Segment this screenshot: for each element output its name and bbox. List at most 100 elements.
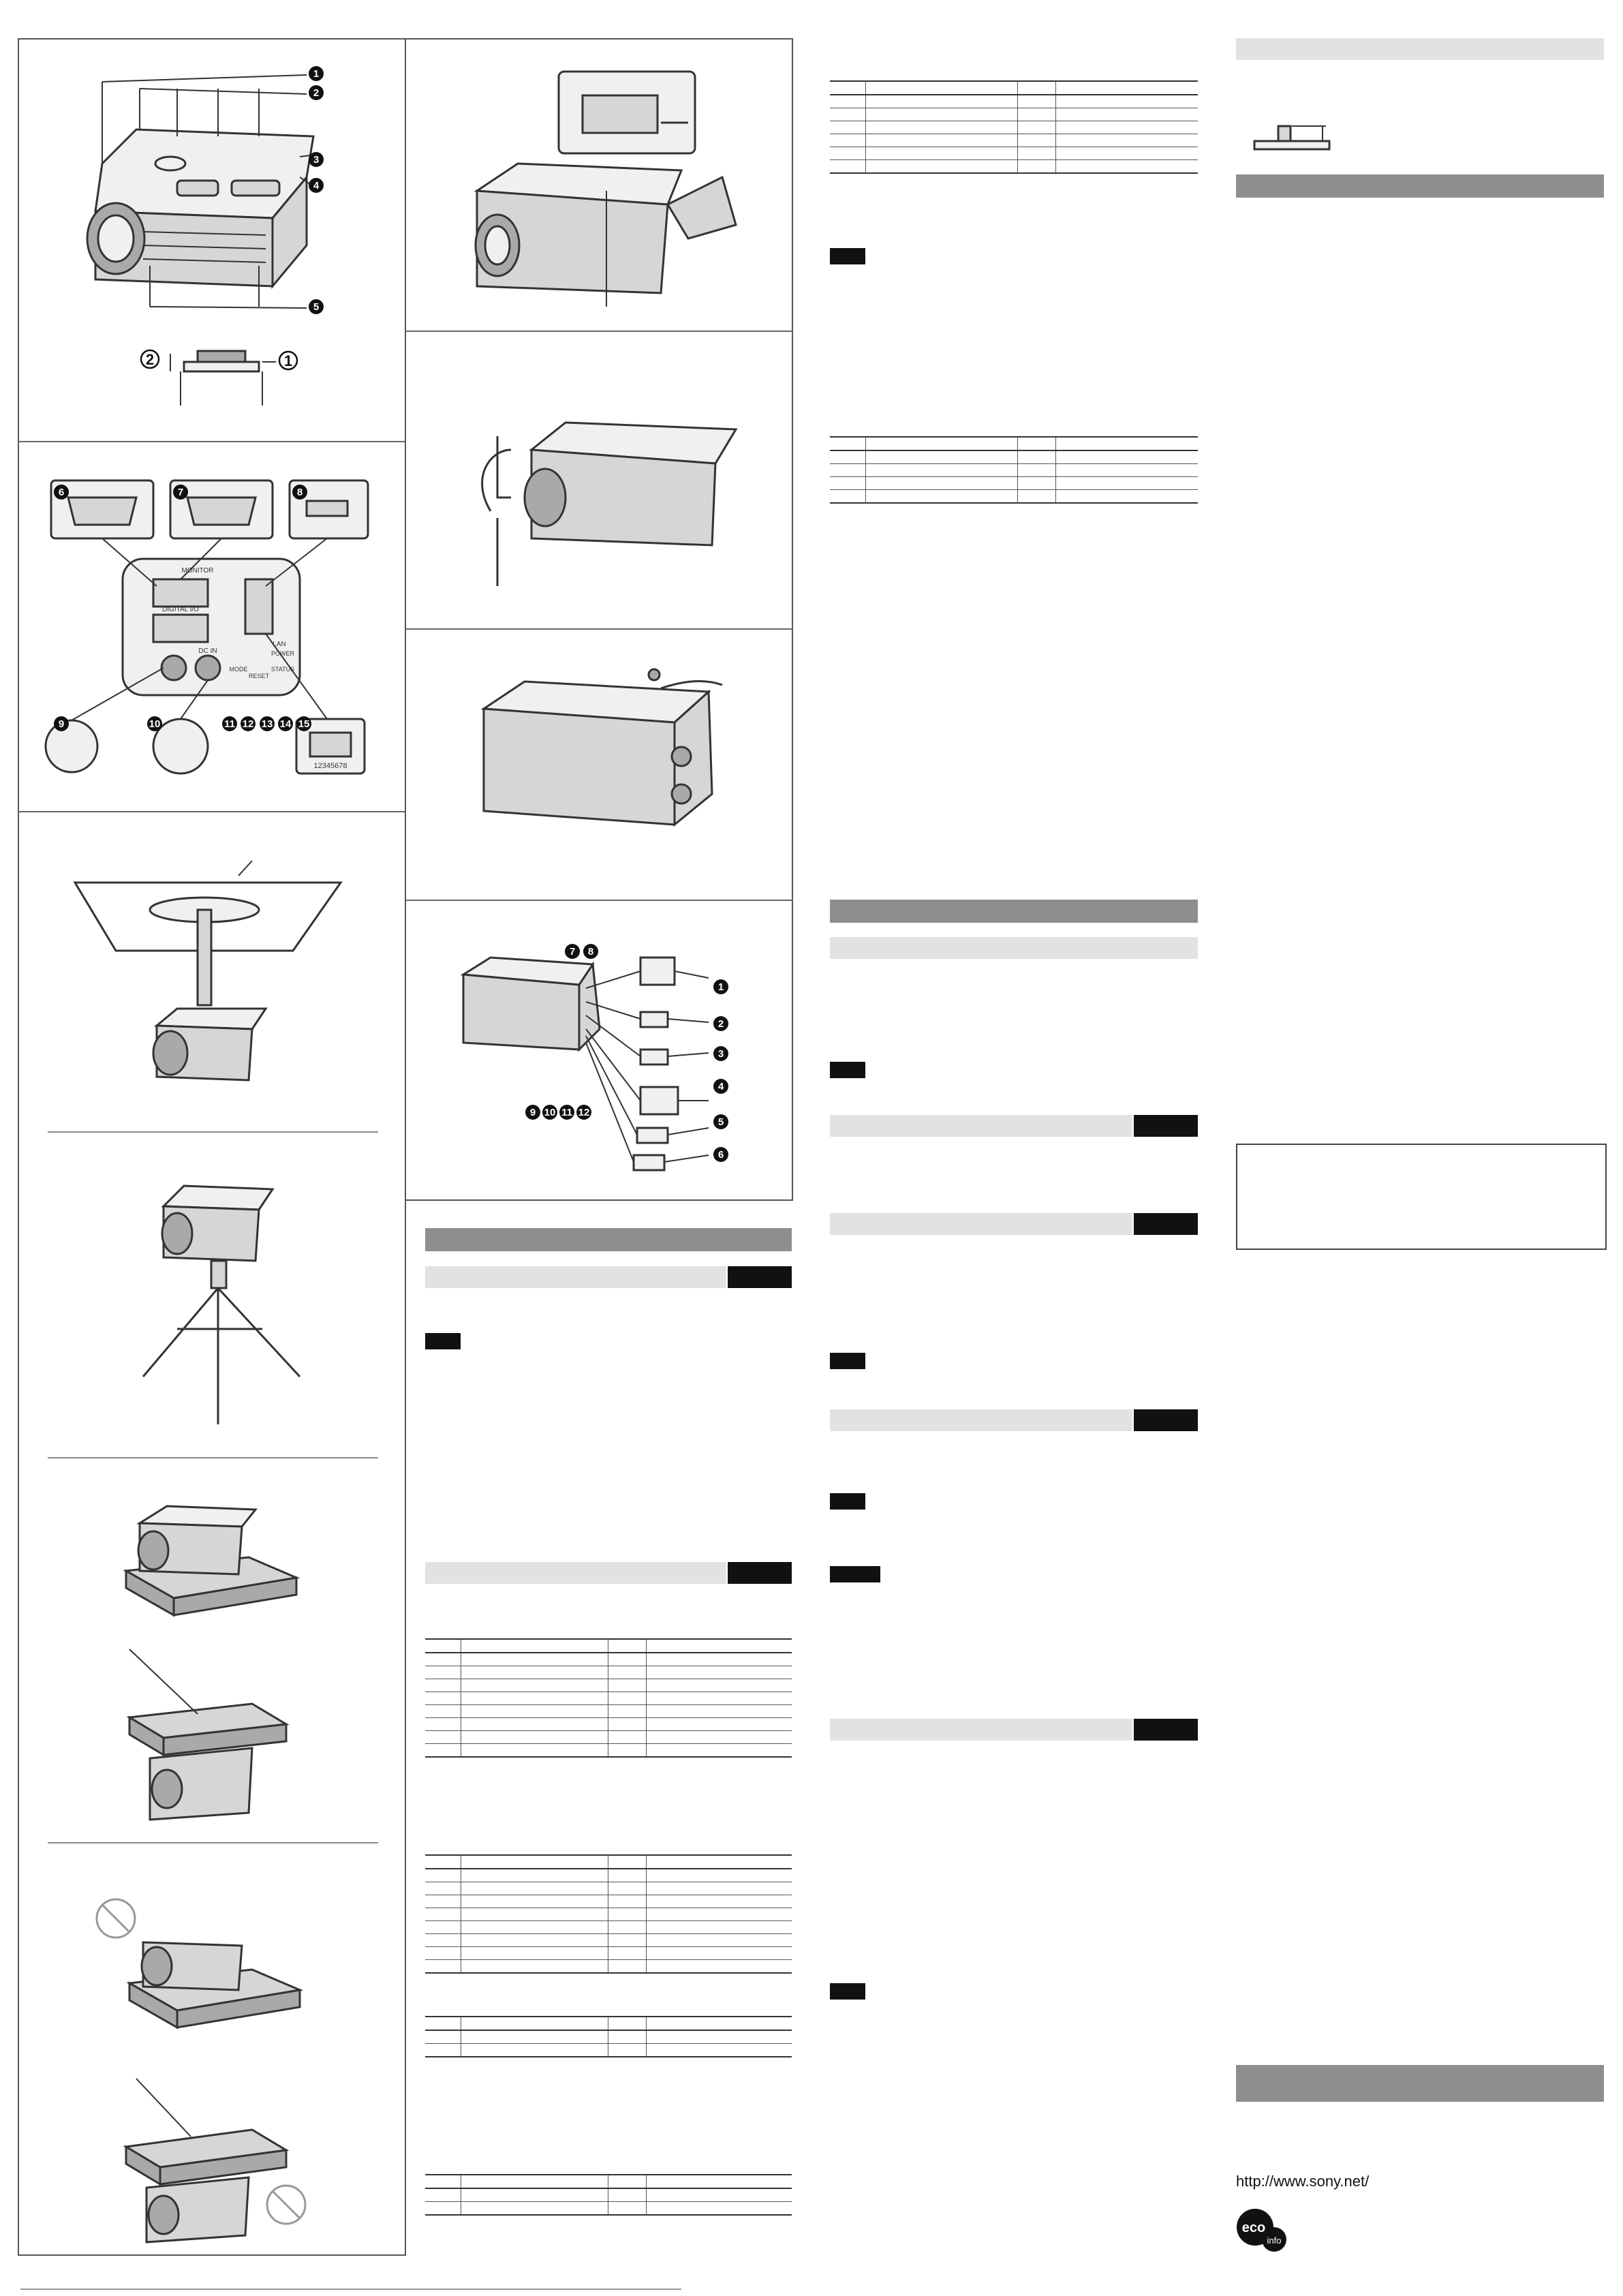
- cable-callout-10: 10: [542, 1105, 557, 1120]
- callout-3: 3: [309, 152, 324, 167]
- tag-right-5: [1134, 1719, 1198, 1741]
- svg-text:1: 1: [718, 981, 724, 993]
- callout-1: 1: [309, 66, 324, 81]
- svg-text:12345678: 12345678: [314, 762, 347, 770]
- tripod-figure: [142, 1184, 301, 1424]
- pin-table-6: [830, 436, 1198, 504]
- svg-text:DIGITAL I/O: DIGITAL I/O: [162, 606, 199, 613]
- cable-connection-figure: [460, 956, 709, 1172]
- callout-11: 11: [222, 716, 237, 731]
- svg-text:RESET: RESET: [249, 673, 270, 679]
- rotation-figure: [481, 421, 738, 586]
- svg-text:6: 6: [718, 1149, 724, 1161]
- cable-callout-5: 5: [713, 1114, 728, 1129]
- svg-text:MODE: MODE: [230, 666, 248, 673]
- callout-13: 13: [260, 716, 275, 731]
- tag-right-2: [1134, 1115, 1198, 1137]
- svg-text:9: 9: [59, 718, 64, 730]
- callout-9: 9: [54, 716, 69, 731]
- cable-callout-4: 4: [713, 1079, 728, 1094]
- svg-text:4: 4: [313, 180, 320, 192]
- svg-text:7: 7: [178, 487, 183, 498]
- svg-text:info: info: [1267, 2235, 1282, 2246]
- tag-mid-2: [728, 1562, 792, 1584]
- note-tag-mid-1: [425, 1333, 461, 1349]
- svg-text:15: 15: [298, 718, 310, 730]
- section-bar-right-1: [830, 900, 1198, 923]
- subsection-bar-right-1: [830, 937, 1198, 959]
- svg-text:5: 5: [313, 301, 319, 313]
- mount-label-1: 1: [278, 350, 298, 371]
- left-divider-4: [48, 1457, 378, 1458]
- callout-14: 14: [278, 716, 293, 731]
- callout-5: 5: [309, 299, 324, 314]
- subsection-bar-right-2: [830, 1115, 1132, 1137]
- cable-callout-3: 3: [713, 1046, 728, 1061]
- svg-text:LAN: LAN: [273, 641, 285, 648]
- subsection-bar-right-3: [830, 1213, 1132, 1235]
- note-tag-right-2: [830, 1062, 865, 1078]
- cable-callout-1: 1: [713, 979, 728, 994]
- card-slot-figure: [474, 70, 737, 307]
- svg-text:10: 10: [544, 1107, 556, 1118]
- left-divider-2: [18, 811, 406, 812]
- svg-text:4: 4: [718, 1081, 724, 1092]
- svg-text:5: 5: [718, 1116, 724, 1128]
- note-tag-right-1: [830, 248, 865, 264]
- mid-divider-3: [405, 900, 793, 901]
- ceiling-mount-figure: [73, 860, 343, 1082]
- callout-8: 8: [292, 485, 307, 500]
- eco-info-icon: eco info: [1237, 2209, 1286, 2252]
- svg-text:8: 8: [588, 946, 593, 958]
- left-divider-5: [48, 1842, 378, 1843]
- ground-figure: [480, 668, 723, 827]
- subsection-bar-right-4: [830, 1409, 1132, 1431]
- subsection-bar-far-1: [1236, 38, 1604, 60]
- mid-divider-1: [405, 331, 793, 332]
- svg-text:7: 7: [570, 946, 575, 958]
- cable-callout-11: 11: [559, 1105, 574, 1120]
- pin-table-5: [830, 80, 1198, 174]
- callout-2: 2: [309, 85, 324, 100]
- cable-callout-9: 9: [525, 1105, 540, 1120]
- svg-text:3: 3: [313, 154, 319, 166]
- cable-callout-7: 7: [565, 944, 580, 959]
- callout-7: 7: [173, 485, 188, 500]
- notice-box: [1236, 1144, 1607, 1250]
- pin-table-2: [425, 1854, 792, 1974]
- svg-text:2: 2: [146, 351, 154, 368]
- callout-12: 12: [241, 716, 256, 731]
- note-tag-right-3: [830, 1353, 865, 1369]
- svg-text:1: 1: [313, 68, 319, 80]
- tag-mid-1: [728, 1266, 792, 1288]
- cable-callout-2: 2: [713, 1016, 728, 1031]
- svg-text:1: 1: [284, 352, 292, 369]
- svg-text:STATUS: STATUS: [271, 666, 294, 673]
- section-bar-far-1: [1236, 174, 1604, 198]
- screw-height-figure: [1253, 125, 1331, 151]
- svg-text:6: 6: [59, 487, 64, 498]
- svg-text:11: 11: [561, 1107, 572, 1118]
- bottom-rule: [20, 2289, 681, 2290]
- left-divider-3: [48, 1131, 378, 1133]
- sony-url[interactable]: http://www.sony.net/: [1236, 2173, 1370, 2190]
- svg-text:12: 12: [578, 1107, 590, 1118]
- rear-panel-figure: MONITOR DIGITAL I/O DC IN LAN POWER STAT…: [44, 479, 369, 775]
- tag-right-4: [1134, 1409, 1198, 1431]
- cable-callout-12: 12: [576, 1105, 591, 1120]
- svg-text:DC IN: DC IN: [198, 647, 217, 655]
- cable-callout-6: 6: [713, 1147, 728, 1162]
- svg-text:POWER: POWER: [271, 650, 295, 657]
- svg-text:8: 8: [297, 487, 303, 498]
- prohibited-figure-2: [123, 2078, 307, 2244]
- note-tag-right-4: [830, 1493, 865, 1510]
- subsection-bar-mid-2: [425, 1562, 726, 1584]
- subsection-bar-right-5: [830, 1719, 1132, 1741]
- svg-text:14: 14: [280, 718, 292, 730]
- pin-table-3: [425, 2016, 792, 2057]
- pin-table-1: [425, 1638, 792, 1758]
- svg-text:13: 13: [262, 718, 273, 730]
- pin-table-4: [425, 2174, 792, 2216]
- mount-label-2: 2: [140, 349, 160, 369]
- svg-text:2: 2: [313, 87, 319, 99]
